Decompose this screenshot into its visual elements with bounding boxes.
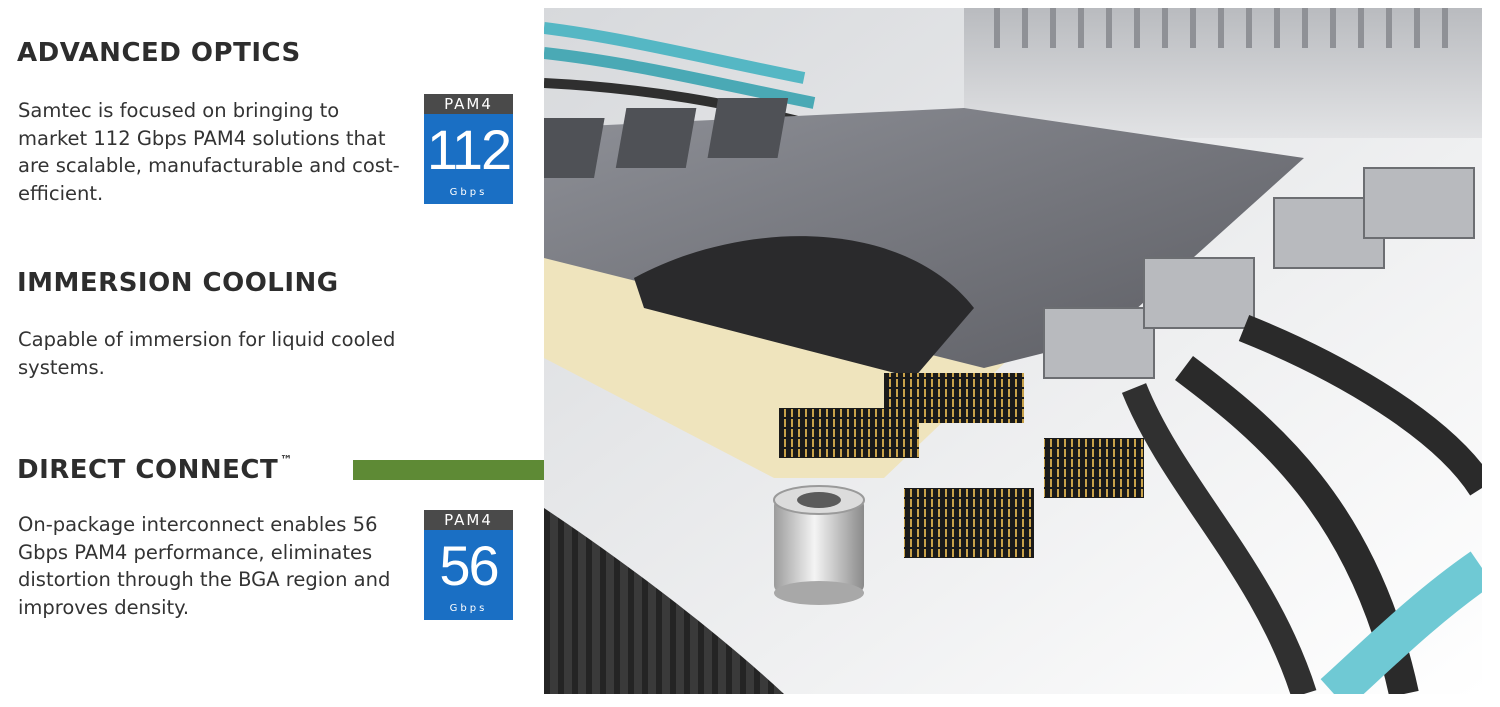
badge-56-gbps: PAM4 56 Gbps (424, 510, 513, 620)
badge-112-gbps: PAM4 112 Gbps (424, 94, 513, 204)
badge-pam4-label: PAM4 (424, 510, 513, 530)
text-advanced-optics: Samtec is focused on bringing to market … (18, 99, 400, 205)
product-render-image (544, 8, 1482, 694)
badge-value-box: 112 Gbps (424, 114, 513, 204)
badge-unit: Gbps (449, 187, 488, 198)
text-direct-connect: On-package interconnect enables 56 Gbps … (18, 513, 391, 619)
badge-value: 56 (439, 534, 499, 597)
heading-direct-connect-text: DIRECT CONNECT (17, 455, 279, 485)
heading-advanced-optics: ADVANCED OPTICS (17, 38, 301, 68)
badge-value: 112 (426, 118, 512, 181)
badge-value-box: 56 Gbps (424, 530, 513, 620)
badge-pam4-label: PAM4 (424, 94, 513, 114)
badge-unit: Gbps (449, 603, 488, 614)
text-immersion-cooling: Capable of immersion for liquid cooled s… (18, 328, 396, 379)
trademark-mark: ™ (280, 453, 293, 467)
heading-immersion-cooling: IMMERSION COOLING (17, 268, 339, 298)
